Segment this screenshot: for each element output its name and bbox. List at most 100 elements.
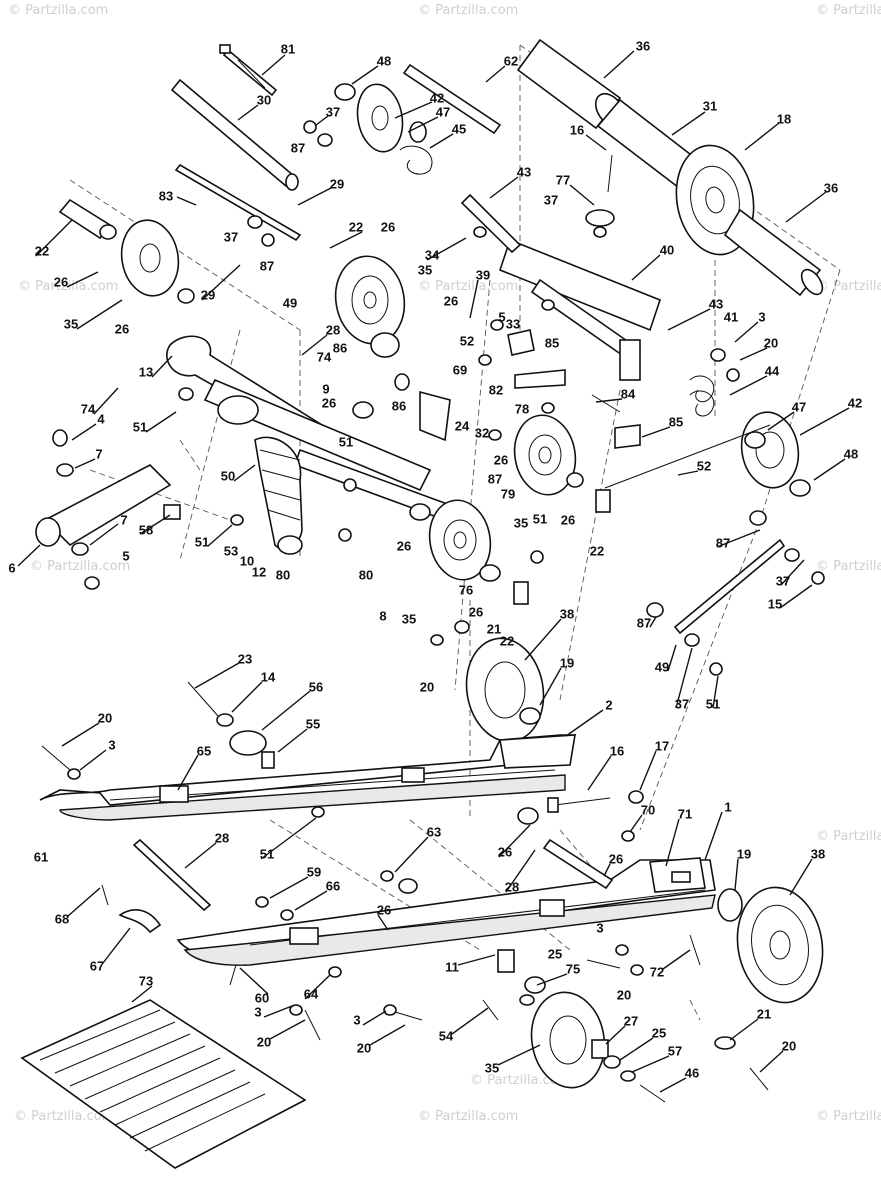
part-callout-26: 26 (469, 604, 483, 619)
part-callout-55: 55 (306, 716, 320, 731)
part-callout-1: 1 (724, 799, 731, 814)
part-callout-5: 5 (122, 548, 129, 563)
part-callout-25: 25 (548, 946, 562, 961)
part-callout-9: 9 (322, 381, 329, 396)
part-callout-4: 4 (97, 411, 105, 426)
part-callout-85: 85 (545, 335, 559, 350)
part-callout-71: 71 (678, 806, 692, 821)
part-callout-49: 49 (283, 295, 297, 310)
rear-arm-assembly (460, 193, 825, 676)
part-callout-28: 28 (215, 830, 229, 845)
part-callout-83: 83 (159, 188, 173, 203)
leader-lines (17, 50, 850, 1093)
part-callout-17: 17 (655, 738, 669, 753)
part-callout-51: 51 (260, 846, 274, 861)
part-callout-26: 26 (377, 902, 391, 917)
part-callout-66: 66 (326, 878, 340, 893)
part-callout-40: 40 (660, 242, 674, 257)
part-callout-35: 35 (418, 262, 432, 277)
part-callout-41: 41 (724, 309, 738, 324)
part-callout-47: 47 (436, 104, 450, 119)
part-callout-50: 50 (221, 468, 235, 483)
part-callout-74: 74 (317, 349, 332, 364)
watermark-text: © Partzilla.com (418, 279, 518, 294)
part-callout-36: 36 (636, 38, 650, 53)
upper-slide-rail (39, 730, 577, 821)
watermark-text: © Partzilla.com (418, 1109, 518, 1124)
part-callout-38: 38 (560, 606, 574, 621)
lower-idler-wheels (409, 414, 611, 743)
part-callout-61: 61 (34, 849, 48, 864)
part-callout-57: 57 (668, 1043, 682, 1058)
part-callout-48: 48 (377, 53, 391, 68)
part-callout-28: 28 (505, 879, 519, 894)
part-callout-22: 22 (35, 243, 49, 258)
part-callout-86: 86 (333, 340, 347, 355)
part-callout-3: 3 (108, 737, 115, 752)
part-callout-36: 36 (824, 180, 838, 195)
part-callout-24: 24 (455, 418, 470, 433)
part-callout-35: 35 (402, 611, 416, 626)
part-callout-69: 69 (453, 362, 467, 377)
front-arm-assembly (35, 335, 452, 555)
part-callout-73: 73 (139, 973, 153, 988)
part-callout-81: 81 (281, 41, 295, 56)
part-callout-37: 37 (675, 696, 689, 711)
part-callout-70: 70 (641, 802, 655, 817)
part-callout-26: 26 (322, 395, 336, 410)
part-callout-5: 5 (498, 309, 505, 324)
part-callout-56: 56 (309, 679, 323, 694)
part-callout-80: 80 (359, 567, 373, 582)
part-callout-20: 20 (782, 1038, 796, 1053)
part-callout-12: 12 (252, 564, 266, 579)
part-callout-20: 20 (357, 1040, 371, 1055)
part-callout-74: 74 (81, 401, 96, 416)
part-callout-3: 3 (596, 920, 603, 935)
part-callout-76: 76 (459, 582, 473, 597)
part-callout-87: 87 (488, 471, 502, 486)
part-callout-26: 26 (609, 851, 623, 866)
watermark-text: © Partzilla.com (470, 1073, 570, 1088)
lower-slide-rail (176, 857, 716, 966)
part-callout-22: 22 (500, 633, 514, 648)
watermark-text: © Partzilla.com (30, 559, 130, 574)
part-callout-38: 38 (811, 846, 825, 861)
part-callout-42: 42 (848, 395, 862, 410)
part-callout-68: 68 (55, 911, 69, 926)
part-callout-22: 22 (349, 219, 363, 234)
part-callout-84: 84 (621, 386, 636, 401)
part-callout-20: 20 (617, 987, 631, 1002)
part-callout-37: 37 (776, 573, 790, 588)
part-callout-7: 7 (95, 446, 102, 461)
part-callout-26: 26 (115, 321, 129, 336)
part-callout-51: 51 (706, 696, 720, 711)
part-callout-87: 87 (291, 140, 305, 155)
rear-idler-wheel-assembly (524, 886, 824, 1089)
part-callout-26: 26 (498, 844, 512, 859)
part-callout-21: 21 (757, 1006, 771, 1021)
part-callout-25: 25 (652, 1025, 666, 1040)
part-callout-29: 29 (330, 176, 344, 191)
part-callout-34: 34 (425, 247, 440, 262)
part-callout-23: 23 (238, 651, 252, 666)
part-callout-86: 86 (392, 398, 406, 413)
part-callout-29: 29 (201, 287, 215, 302)
part-callout-37: 37 (224, 229, 238, 244)
part-callout-26: 26 (444, 293, 458, 308)
part-callout-49: 49 (655, 659, 669, 674)
part-callout-51: 51 (133, 419, 147, 434)
part-callout-3: 3 (353, 1012, 360, 1027)
part-callout-27: 27 (624, 1013, 638, 1028)
part-callout-35: 35 (64, 316, 78, 331)
part-callout-82: 82 (489, 382, 503, 397)
watermark-text: © Partzilla.com (418, 3, 518, 18)
part-callout-62: 62 (504, 53, 518, 68)
watermark-text: © Partzilla.com (14, 1109, 114, 1124)
part-callout-35: 35 (514, 515, 528, 530)
watermark-text: © Partzilla.com (816, 3, 881, 18)
part-callout-51: 51 (533, 511, 547, 526)
part-callout-20: 20 (764, 335, 778, 350)
part-callout-78: 78 (515, 401, 529, 416)
